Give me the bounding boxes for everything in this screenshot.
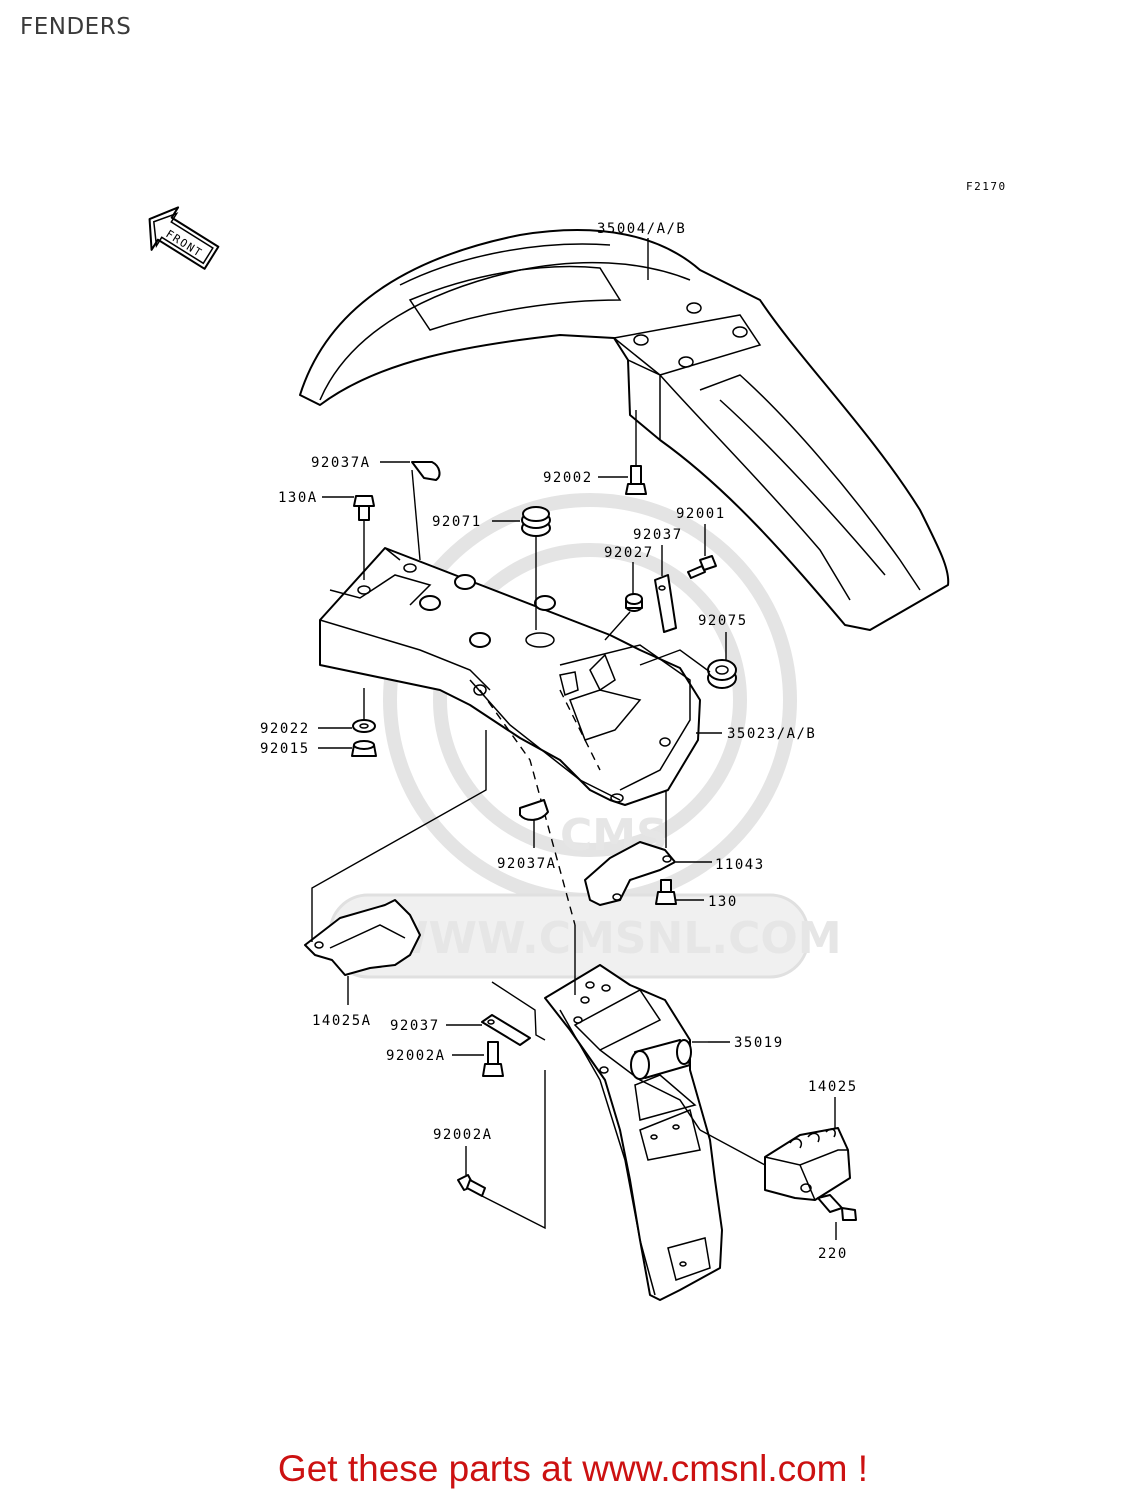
label-14025a: 14025A [312, 1013, 372, 1029]
label-35019: 35019 [734, 1035, 784, 1051]
rear-fender-upper-part [319, 547, 701, 926]
label-92071: 92071 [432, 514, 482, 530]
washer-92022-part [352, 688, 376, 733]
bracket-11043-part [584, 790, 676, 906]
figure-code: F2170 [966, 180, 1007, 193]
page-title: FENDERS [20, 14, 132, 40]
label-92037-mid: 92037 [633, 527, 683, 543]
clip-92037a-top-part [411, 461, 441, 561]
label-130: 130 [708, 894, 738, 910]
bolt-92002-part [625, 410, 647, 495]
label-92037-low: 92037 [390, 1018, 440, 1034]
collar-92027-part [604, 593, 643, 641]
label-220: 220 [818, 1246, 848, 1262]
label-11043: 11043 [715, 857, 765, 873]
bolt-130a-part [353, 495, 375, 580]
grommet-92071-part [521, 506, 551, 630]
label-35023: 35023/A/B [727, 726, 816, 742]
label-92002: 92002 [543, 470, 593, 486]
label-35004: 35004/A/B [597, 221, 686, 237]
bolt-130-part [655, 879, 677, 905]
bolt-220-part [817, 1194, 857, 1240]
nut-92015-part [351, 740, 377, 757]
label-92015: 92015 [260, 741, 310, 757]
front-fender-part [299, 229, 950, 631]
label-92002a-b: 92002A [433, 1127, 493, 1143]
watermark: CMS WWW.CMSNL.COM [328, 493, 842, 979]
footer-promo-text: Get these parts at www.cmsnl.com ! [277, 1448, 869, 1489]
bolt-92002a-b-part [457, 1070, 546, 1230]
label-92075: 92075 [698, 613, 748, 629]
label-92002a-a: 92002A [386, 1048, 446, 1064]
clip-92037a-bottom-part [519, 799, 549, 848]
cover-14025-part [699, 1097, 851, 1201]
clip-92037-low-part [481, 981, 546, 1046]
grommet-92075-part [639, 649, 737, 689]
clip-92037-mid-part [654, 574, 677, 633]
label-92001: 92001 [676, 506, 726, 522]
label-92037a-bottom: 92037A [497, 856, 557, 872]
front-arrow-icon: FRONT [148, 206, 220, 270]
label-92037a-top: 92037A [311, 455, 371, 471]
bolt-92001-part [687, 555, 717, 579]
label-92027: 92027 [604, 545, 654, 561]
watermark-text: WWW.CMSNL.COM [380, 913, 842, 964]
label-14025: 14025 [808, 1079, 858, 1095]
bolt-92002a-a-part [482, 1041, 504, 1077]
cover-14025a-part [304, 730, 487, 1005]
label-130a: 130A [278, 490, 318, 506]
label-92022: 92022 [260, 721, 310, 737]
rear-fender-lower-part [544, 964, 723, 1301]
